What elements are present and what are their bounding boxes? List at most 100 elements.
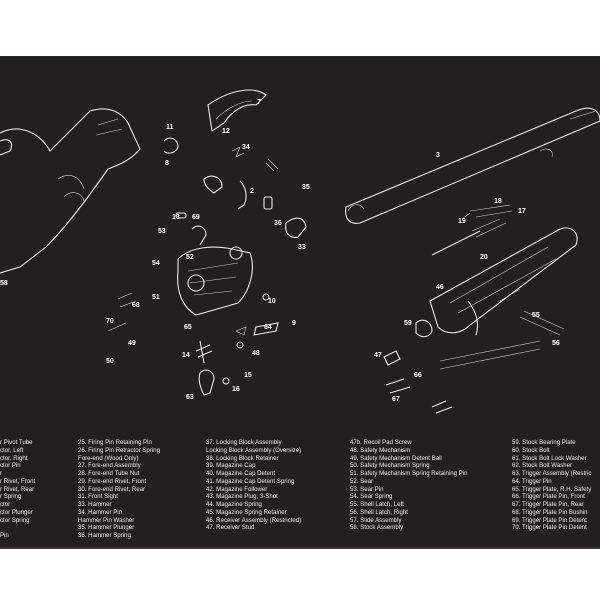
legend-item: 65. Trigger Plate, R.H. Safety: [512, 485, 592, 493]
callout-33: 33: [298, 244, 306, 251]
callout-67: 67: [392, 396, 400, 403]
callout-13: 13: [172, 214, 180, 221]
callout-55: 55: [532, 312, 540, 319]
legend-item: Pin: [0, 532, 9, 539]
legend-item: 41. Magazine Cap Detent Spring: [206, 477, 295, 485]
legend-item: 47b. Recoil Pad Screw: [350, 439, 412, 446]
callout-64: 64: [264, 324, 272, 331]
legend-item: 53. Sear Pin: [350, 485, 384, 493]
callout-19: 19: [458, 218, 466, 225]
legend-item: r Pivot Tube: [0, 439, 33, 446]
legend-item: 64. Trigger Pin: [512, 477, 552, 485]
callout-50: 50: [106, 358, 114, 365]
legend-item: 37. Locking Block Assembly: [206, 439, 282, 446]
legend-column-4: 47b. Recoil Pad Screw 48. Safety Mechani…: [350, 439, 468, 532]
legend-column-5: 59. Stock Bearing Plate 60. Stock Bolt 6…: [512, 439, 592, 532]
legend-item: 33. Hammer: [78, 501, 112, 508]
legend-item: r Spring: [0, 493, 22, 501]
legend-item: 70. Trigger Plate Pin Detent: [512, 524, 587, 532]
legend-item: 46. Receiver Assembly (Restricted): [206, 516, 302, 524]
legend-item: 34. Hammer Pin: [78, 508, 123, 516]
legend-item: r Rivet, Front: [0, 477, 36, 485]
callout-9: 9: [292, 320, 296, 327]
callout-18: 18: [494, 198, 502, 205]
callout-51: 51: [152, 294, 160, 301]
callout-48: 48: [252, 350, 260, 357]
gun-mat: 7 11 12 8 34 2 35 69 13 36 53 33 52 54 5…: [0, 56, 600, 549]
legend-item: 27. Fore-end Assembly: [78, 462, 141, 470]
legend-item: 43. Magazine Plug, 3-Shot: [206, 493, 278, 501]
callout-66: 66: [414, 372, 422, 379]
legend-item: 57. Slide Assembly: [350, 516, 402, 524]
legend-item: Hammer Pin Washer: [78, 516, 135, 524]
callout-34: 34: [242, 144, 250, 151]
legend-item: r Rivet, Rear: [0, 485, 35, 493]
legend-item: 26. Firing Pin Retractor Spring: [78, 446, 160, 454]
legend-item: 52. Sear: [350, 477, 374, 485]
legend-item: 54. Sear Spring: [350, 493, 393, 501]
legend-item: ctor, Right: [0, 454, 28, 462]
legend-item: ctor Pin: [0, 462, 21, 470]
legend-item: ctor, Left: [0, 446, 24, 454]
callout-3: 3: [436, 152, 440, 159]
legend-item: 29. Fore-end Rivet, Front: [78, 477, 147, 485]
legend-item: 56. Shell Latch, Right: [350, 508, 408, 516]
legend-item: 69. Trigger Plate Pin Detent: [512, 516, 587, 524]
barrel-drawing: [345, 107, 600, 224]
legend-item: 44. Magazine Spring: [206, 501, 262, 508]
callout-63: 63: [186, 394, 194, 401]
legend-item: 48. Safety Mechanism: [350, 446, 411, 454]
callout-70: 70: [106, 318, 114, 325]
callout-16: 16: [232, 386, 240, 393]
legend-item: r: [0, 470, 3, 477]
legend-item: 58. Stock Assembly: [350, 524, 404, 532]
callout-7: 7: [257, 99, 261, 106]
legend-item: 62. Stock Bolt Washer: [512, 462, 573, 470]
callout-8: 8: [165, 160, 169, 167]
callout-65: 65: [184, 324, 192, 331]
legend-item: 59. Stock Bearing Plate: [512, 439, 576, 446]
legend-item: 63. Trigger Assembly (Restric: [512, 470, 592, 477]
legend-item: 60. Stock Bolt: [512, 446, 550, 454]
legend-item: 47. Receiver Stud: [206, 524, 255, 532]
callout-68: 68: [132, 302, 140, 309]
legend-item: 45. Magazine Spring Retainer: [206, 508, 287, 516]
legend-column-3: 37. Locking Block Assembly Locking Block…: [206, 439, 301, 532]
callout-58: 58: [0, 280, 8, 287]
legend-item: 30. Fore-end Rivet, Rear: [78, 485, 146, 493]
callout-36: 36: [274, 220, 282, 227]
legend-item: 67. Trigger Plate Pin, Rear: [512, 501, 584, 508]
legend-item: 25. Firing Pin Retaining Pin: [78, 439, 152, 446]
callout-2: 2: [250, 188, 254, 195]
legend-item: 36. Hammer Spring: [78, 532, 131, 539]
legend-item: ctor: [0, 501, 11, 508]
legend-item: ctor Spring: [0, 516, 30, 524]
legend-item: 61. Stock Bolt Lock Washer: [512, 454, 587, 462]
callout-56: 56: [552, 340, 560, 347]
exploded-parts-diagram: [0, 89, 600, 414]
legend-item: Fore-end (Wood Only): [78, 454, 139, 462]
legend-item: 28. Fore-end Tube Nut: [78, 470, 140, 477]
legend-item: 35. Hammer Plunger: [78, 524, 135, 532]
legend-item: Locking Block Assembly (Oversize): [206, 446, 302, 454]
legend-item: 38. Locking Block Retainer: [206, 454, 279, 462]
callout-20: 20: [480, 254, 488, 261]
legend-item: 51. Safety Mechanism Spring Retaining Pi…: [350, 470, 468, 477]
callout-15: 15: [244, 372, 252, 379]
legend-item: 49. Safety Mechanism Detent Ball: [350, 454, 442, 462]
callout-11: 11: [166, 124, 174, 131]
callout-52: 52: [186, 254, 194, 261]
legend-item: 42. Magazine Follower: [206, 485, 268, 493]
callout-14: 14: [182, 352, 190, 359]
legend-item: 55. Shell Latch, Left: [350, 501, 404, 508]
callout-12: 12: [222, 128, 230, 135]
stock-drawing: [0, 108, 141, 274]
callout-35: 35: [302, 184, 310, 191]
legend-item: 68. Trigger Plate Pin Bushin: [512, 508, 588, 516]
callout-10: 10: [268, 298, 276, 305]
callout-54: 54: [152, 260, 160, 267]
callout-layer: 7 11 12 8 34 2 35 69 13 36 53 33 52 54 5…: [0, 99, 560, 403]
callout-46: 46: [436, 284, 444, 291]
legend-item: 50. Safety Mechanism Spring: [350, 462, 430, 470]
receiver-drawing: [383, 204, 578, 414]
